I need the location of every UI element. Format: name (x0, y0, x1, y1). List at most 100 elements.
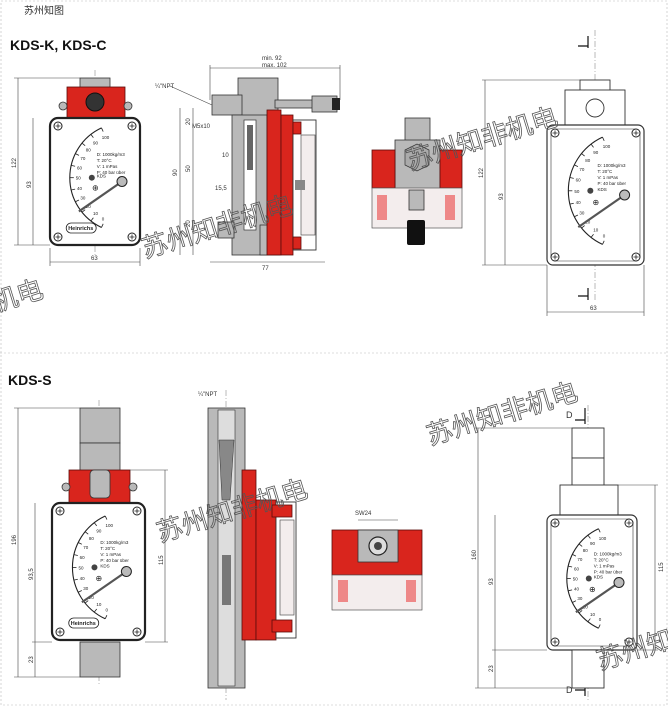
gauge-scale-label: 70 (577, 557, 583, 562)
gauge-tick (574, 214, 579, 218)
screw-slot (129, 234, 135, 240)
gauge-scale-label: 20 (86, 204, 92, 209)
dim-r-body: 93 (489, 578, 495, 585)
gauge-pivot-icon (120, 566, 132, 577)
dimensions-bottom-front: 196 93,5 115 23 (12, 407, 168, 678)
gauge-pointer (78, 180, 123, 213)
gauge-tick (81, 209, 86, 213)
screw-slot (552, 520, 558, 526)
gauge-tick (602, 240, 605, 245)
label-s-npt: ¼"NPT (198, 392, 217, 398)
dim-10: 10 (222, 153, 229, 159)
section-marker-bottom: D (566, 685, 573, 695)
gauge-tick (572, 554, 577, 557)
gauge-marker-icon (91, 564, 98, 571)
brand-logo (68, 617, 100, 629)
zero-adjust-icon: ⊕ (589, 585, 596, 594)
dim-s-height-total: 196 (12, 534, 18, 545)
screw-slot (552, 639, 558, 645)
gauge-info-text: V: 1 mPas (597, 175, 618, 180)
gauge-scale-label: 100 (102, 135, 110, 140)
gauge-tick (602, 137, 605, 141)
gauge-tick (568, 589, 573, 592)
dim-15-5: 15,5 (215, 186, 227, 192)
gauge-tick (581, 225, 585, 229)
watermark: 苏州知非机电 (423, 377, 581, 451)
gauge-marker-icon (585, 575, 592, 582)
gauge-tick (568, 565, 573, 568)
gauge-scale-label: 60 (77, 166, 83, 171)
screw-slot (633, 254, 639, 260)
gauge-scale-label: 70 (80, 156, 86, 161)
dim-right-width: 63 (590, 306, 597, 312)
gauge-scale-label: 80 (89, 536, 95, 541)
gauge-info-text: D: 1000kg/m3 (597, 163, 626, 168)
screw-slot (57, 629, 63, 635)
label-npt: ¼"NPT (155, 84, 174, 90)
gauge-pointer (81, 570, 128, 604)
gauge-info-text: T: 20°C (594, 558, 610, 563)
gauge-scale-label: 80 (585, 158, 591, 163)
gauge-tick (581, 153, 585, 157)
gauge-scale-label: 60 (574, 566, 580, 571)
gauge-model-label: KDS (594, 574, 603, 579)
gauge-scale-label: 90 (93, 140, 99, 145)
gauge-marker-icon (587, 187, 594, 194)
gauge-scale-label: 30 (577, 596, 583, 601)
gauge-pivot-icon (619, 189, 631, 201)
gauge-scale-label: 10 (96, 602, 102, 607)
dim-min: min. 92 (262, 56, 282, 62)
gauge-pivot-icon (613, 577, 625, 588)
gauge-info-text: P: 40 bar über (100, 558, 129, 563)
gauge-model-label: KDS (597, 187, 606, 192)
gauge-info-text: P: 40 bar über (597, 181, 626, 186)
gauge-tick (572, 600, 577, 603)
gauge-model-label: KDS (100, 563, 109, 568)
dim-90: 90 (173, 169, 179, 176)
gauge-tick (90, 217, 94, 222)
gauge-scale-label: 40 (77, 186, 83, 191)
gauge-scale-label: 40 (80, 576, 86, 581)
dim-50: 50 (186, 165, 192, 172)
gauge-tick (73, 578, 78, 581)
screw-slot (55, 234, 61, 240)
gauge-scale-label: 50 (574, 189, 580, 194)
gauge-tick (569, 177, 574, 179)
gauge-scale-label: 40 (574, 587, 580, 592)
gauge-tick (75, 153, 80, 156)
dim-right-height-total: 122 (479, 167, 485, 178)
dim-r-right: 115 (659, 562, 665, 572)
gauge-scale-label: 90 (593, 150, 599, 155)
gauge-scale-label: 60 (576, 178, 582, 183)
brand-logo (65, 222, 97, 234)
gauge-tick (574, 164, 579, 167)
gauge-tick (73, 554, 78, 556)
dim-right-height-body: 93 (499, 193, 505, 200)
gauge-tick (71, 188, 76, 191)
dim-r-bottom: 23 (489, 665, 495, 672)
dim-r-total: 160 (472, 549, 478, 560)
kds-s-side-view: ¼"NPT (198, 390, 297, 700)
screw-slot (129, 123, 135, 129)
gauge-tick (587, 618, 591, 622)
gauge-tick (75, 199, 80, 203)
watermark: 机电 (0, 275, 47, 319)
gauge-info-text: D: 1000kg/m3 (97, 152, 126, 157)
gauge-scale-label: 10 (93, 211, 99, 216)
gauge-tick (101, 223, 104, 228)
gauge-tick (84, 600, 89, 604)
label-sw24: SW24 (355, 511, 372, 517)
gauge-scale-label: 80 (86, 147, 92, 152)
dimensions-top-right: 122 93 63 (479, 79, 645, 316)
screw-slot (633, 130, 639, 136)
gauge-scale-label: 0 (105, 608, 108, 613)
gauge-scale-label: 90 (96, 529, 102, 534)
brand-logo-text: Heinrichs (71, 621, 96, 627)
screw-slot (57, 508, 63, 514)
gauge-tick (598, 528, 601, 533)
gauge-marker-icon (88, 174, 95, 181)
gauge-info-text: V: 1 mPas (100, 552, 121, 557)
